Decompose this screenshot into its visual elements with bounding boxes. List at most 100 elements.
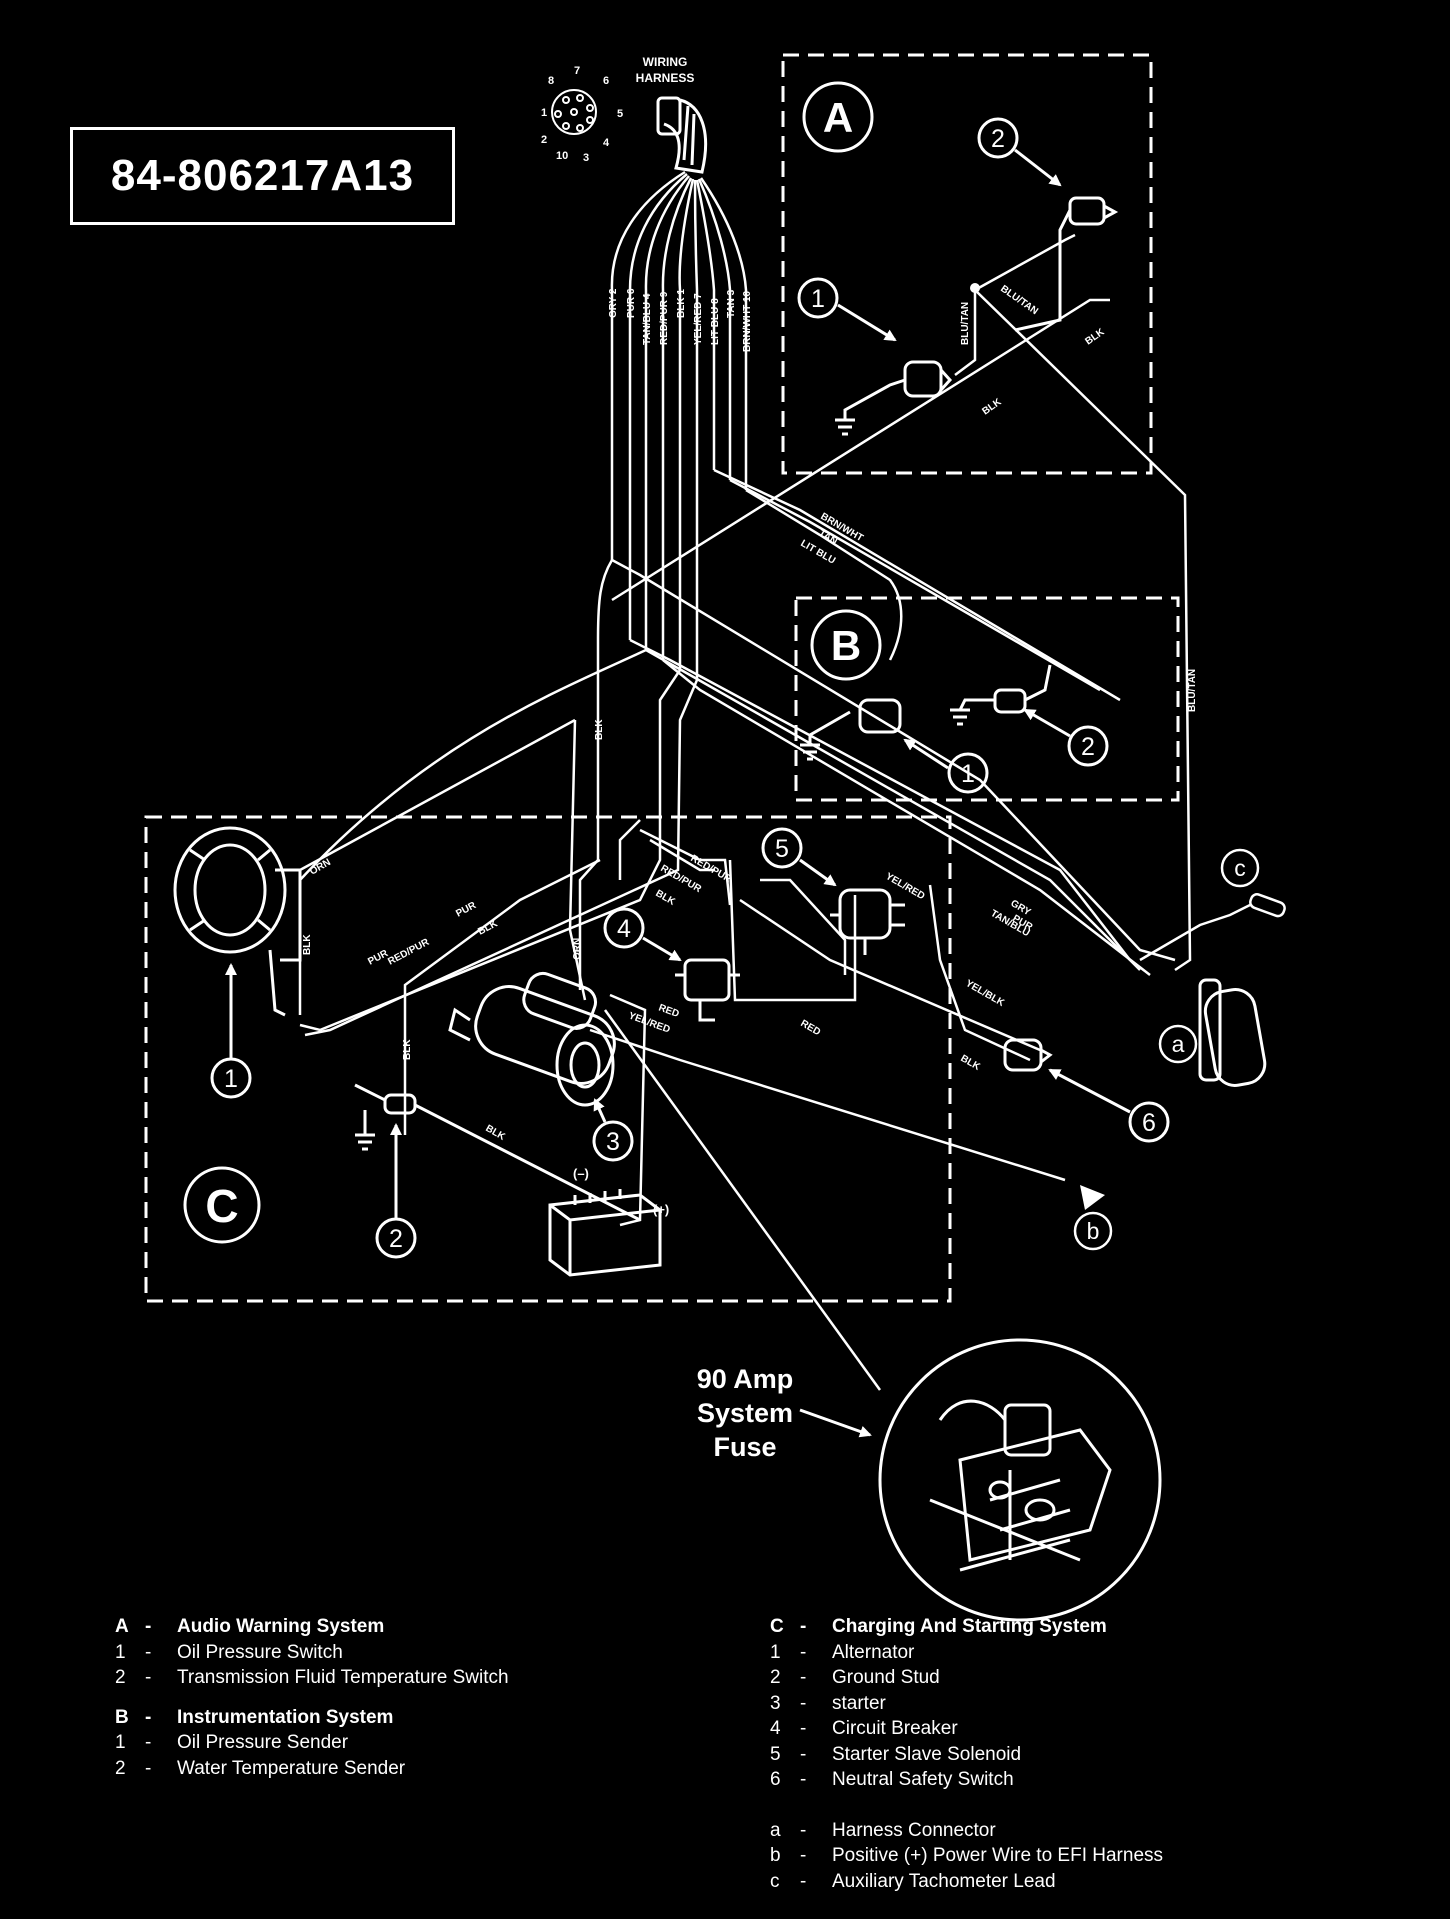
svg-text:RED/PUR: RED/PUR — [386, 936, 432, 967]
fuse-label: 90 Amp System Fuse — [697, 1364, 794, 1462]
harness-pin-numbers: 1 2 3 4 5 6 7 8 10 — [541, 65, 623, 164]
circuit-breaker-drawing — [675, 958, 740, 1022]
svg-text:BLK: BLK — [402, 1039, 413, 1060]
callout-a: a — [1158, 1024, 1198, 1064]
callout-c3: 3 — [592, 1098, 634, 1162]
system-a-box — [781, 53, 1153, 475]
svg-text:1: 1 — [961, 760, 975, 788]
alternator-drawing — [173, 826, 302, 1017]
svg-text:ORN: ORN — [572, 938, 583, 960]
svg-text:8: 8 — [548, 75, 554, 87]
a-junction — [970, 283, 980, 293]
svg-text:Fuse: Fuse — [713, 1432, 776, 1462]
svg-text:RED: RED — [799, 1018, 823, 1038]
fuse-leader-line — [603, 1009, 882, 1391]
svg-text:BLK: BLK — [980, 396, 1004, 417]
svg-text:BLK: BLK — [959, 1053, 983, 1073]
svg-text:PUR: PUR — [454, 900, 478, 920]
svg-text:2: 2 — [1081, 733, 1095, 761]
harness-plug — [656, 96, 707, 174]
legend-item: 1-Alternator — [770, 1641, 915, 1663]
legend-item: 1-Oil Pressure Switch — [115, 1641, 343, 1663]
a-oil-pressure-switch — [835, 360, 953, 436]
callout-b1: 1 — [903, 738, 989, 794]
svg-text:BLU/TAN: BLU/TAN — [960, 302, 971, 345]
wire-labels: BLU/TAN BLU/TAN BLK BLK BLU/TAN BRN/WHT … — [302, 283, 1198, 1143]
svg-text:1: 1 — [541, 107, 547, 119]
svg-text:1: 1 — [224, 1065, 238, 1093]
svg-text:BRN/WHT 10: BRN/WHT 10 — [742, 290, 753, 352]
svg-text:RED/PUR 9: RED/PUR 9 — [659, 291, 670, 345]
svg-text:YEL/BLK: YEL/BLK — [964, 978, 1007, 1009]
legend-item: C-Charging And Starting System — [770, 1616, 1107, 1637]
svg-text:7: 7 — [574, 65, 580, 77]
part-number-box: 84-806217A13 — [70, 127, 455, 225]
svg-text:PUR 6: PUR 6 — [626, 288, 637, 318]
system-a-callout: A — [802, 81, 874, 153]
callout-c: c — [1220, 848, 1260, 888]
a-transmission-temp-switch — [1014, 196, 1119, 332]
diagonal-wires — [611, 289, 1192, 976]
ground-stud-drawing — [354, 1083, 641, 1222]
neutral-safety-switch-drawing — [1003, 1038, 1053, 1072]
callout-c6: 6 — [1048, 1068, 1170, 1143]
battery-negative-label: (–) — [573, 1166, 589, 1181]
svg-text:B: B — [831, 622, 861, 669]
svg-text:BLU/TAN: BLU/TAN — [998, 283, 1040, 317]
slave-solenoid-drawing — [830, 888, 905, 955]
svg-text:6: 6 — [603, 75, 609, 87]
svg-text:4: 4 — [617, 915, 631, 943]
legend-item: 3-starter — [770, 1692, 886, 1714]
a-wires — [954, 233, 1076, 376]
svg-text:1: 1 — [811, 285, 825, 313]
callout-b: b — [1073, 1185, 1113, 1251]
svg-text:10: 10 — [556, 150, 568, 162]
callout-b2: 2 — [1023, 708, 1109, 767]
fuse-arrow — [799, 1408, 872, 1438]
legend-item: 1-Oil Pressure Sender — [115, 1732, 349, 1753]
svg-text:6: 6 — [1142, 1109, 1156, 1137]
harness-stem-labels: GRY 2 PUR 6 TAN/BLU 4 RED/PUR 9 BLK 1 YE… — [608, 288, 753, 352]
legend-item: 5-Starter Slave Solenoid — [770, 1743, 1022, 1765]
legend-item: 6-Neutral Safety Switch — [770, 1769, 1014, 1790]
b-oil-pressure-sender — [800, 698, 902, 761]
svg-text:4: 4 — [603, 137, 610, 149]
svg-text:YEL/RED 7: YEL/RED 7 — [693, 293, 704, 345]
callout-c2: 2 — [375, 1123, 417, 1259]
system-c-callout: C — [183, 1166, 261, 1244]
svg-text:BLK: BLK — [1083, 326, 1107, 347]
harness-connector-drawing — [1198, 978, 1267, 1087]
callout-a2: 2 — [977, 117, 1062, 187]
legend-item: B-Instrumentation System — [115, 1706, 394, 1728]
callout-c4: 4 — [603, 907, 682, 962]
lower-harness-wires — [298, 559, 1066, 1227]
callout-a1: 1 — [797, 277, 897, 342]
svg-text:c: c — [1234, 855, 1246, 881]
fuse-detail-view — [878, 1338, 1162, 1622]
legend-item: 4-Circuit Breaker — [770, 1718, 958, 1739]
harness-pinout — [551, 89, 597, 135]
svg-text:3: 3 — [606, 1128, 620, 1156]
svg-text:A: A — [823, 94, 853, 141]
svg-text:BLK: BLK — [476, 918, 500, 938]
wiring-harness-label: WIRING — [643, 55, 688, 69]
svg-text:5: 5 — [775, 835, 789, 863]
battery-drawing — [548, 1189, 662, 1277]
callout-c5: 5 — [761, 827, 837, 887]
legend-item: a-Harness Connector — [770, 1819, 996, 1841]
svg-text:LIT BLU 8: LIT BLU 8 — [710, 298, 721, 345]
wiring-harness-label-2: HARNESS — [636, 71, 695, 85]
legend-item: A-Audio Warning System — [115, 1616, 385, 1637]
svg-text:System: System — [697, 1398, 793, 1428]
svg-text:2: 2 — [389, 1225, 403, 1253]
svg-text:b: b — [1087, 1218, 1100, 1244]
legend-item: b-Positive (+) Power Wire to EFI Harness — [770, 1845, 1164, 1866]
legend-item: 2-Ground Stud — [770, 1667, 940, 1688]
svg-text:TAN/BLU 4: TAN/BLU 4 — [642, 293, 653, 345]
svg-text:BLK: BLK — [654, 888, 678, 908]
legend-item: c-Auxiliary Tachometer Lead — [770, 1870, 1056, 1892]
system-c-box — [144, 815, 952, 1303]
svg-text:BLK: BLK — [594, 719, 605, 740]
svg-text:RED: RED — [657, 1002, 681, 1020]
